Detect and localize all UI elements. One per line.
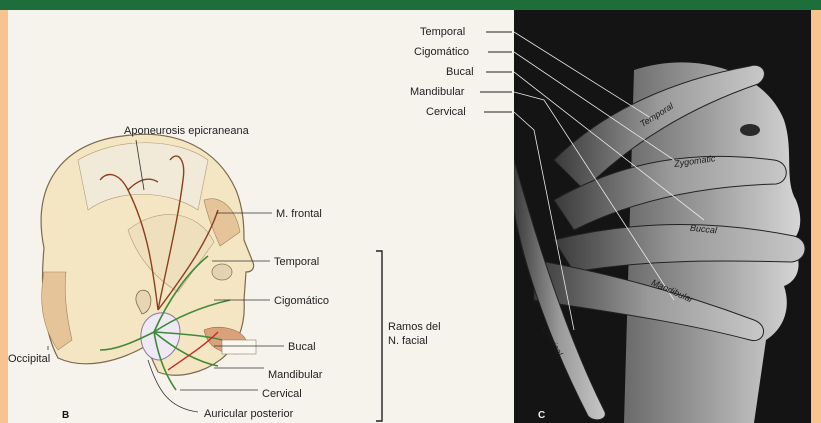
top-frame-bar bbox=[0, 0, 821, 10]
label-cigomatico-b: Cigomático bbox=[274, 295, 329, 307]
label-temporal-c: Temporal bbox=[420, 26, 465, 38]
label-mandibular-b: Mandibular bbox=[268, 369, 322, 381]
teeth bbox=[222, 340, 256, 354]
right-frame-border bbox=[811, 10, 821, 423]
label-auricular: Auricular posterior bbox=[204, 408, 293, 420]
label-mandibular-c: Mandibular bbox=[410, 86, 464, 98]
label-aponeurosis: Aponeurosis epicraneana bbox=[124, 125, 249, 137]
eye bbox=[740, 124, 760, 136]
label-temporal-b: Temporal bbox=[274, 256, 319, 268]
panel-letter-b: B bbox=[62, 410, 69, 421]
label-ramos-line2: N. facial bbox=[388, 335, 428, 347]
label-cervical-b: Cervical bbox=[262, 388, 302, 400]
label-occipital: Occipital bbox=[8, 353, 50, 365]
bracket bbox=[376, 251, 382, 421]
label-cervical-c: Cervical bbox=[426, 106, 466, 118]
label-bucal-b: Bucal bbox=[288, 341, 316, 353]
label-ramos-line1: Ramos del bbox=[388, 321, 441, 333]
label-frontal: M. frontal bbox=[276, 208, 322, 220]
hand-face-photo bbox=[514, 10, 811, 423]
left-frame-border bbox=[0, 10, 8, 423]
panel-letter-c: C bbox=[538, 410, 545, 421]
eye-socket bbox=[212, 264, 232, 280]
label-bucal-c: Bucal bbox=[446, 66, 474, 78]
panel-c-hand-photo: Temporal Zygomatic Buccal Mandibular Cer… bbox=[514, 10, 811, 423]
label-cigomatico-c: Cigomático bbox=[414, 46, 469, 58]
